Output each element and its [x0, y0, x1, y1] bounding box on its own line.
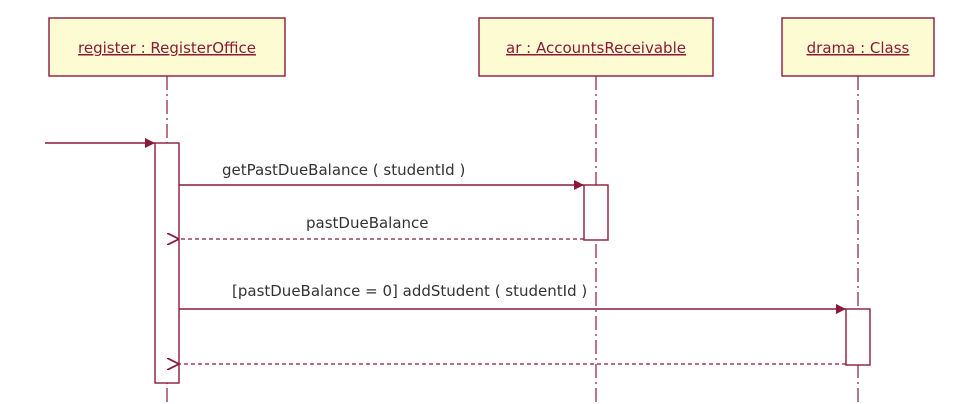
message-label-getPastDueBalance: getPastDueBalance ( studentId )	[222, 161, 465, 179]
return-label-pastDueBalance: pastDueBalance	[306, 214, 429, 232]
activation-drama	[845, 308, 871, 366]
object-label-drama: drama : Class	[807, 39, 910, 57]
object-label-register: register : RegisterOffice	[78, 39, 256, 57]
activation-register	[154, 142, 180, 384]
message-label-addStudent: [pastDueBalance = 0] addStudent ( studen…	[232, 282, 587, 300]
object-box-drama	[781, 17, 935, 77]
object-drama[interactable]: drama : Class	[781, 17, 935, 77]
object-box-ar	[478, 17, 714, 77]
object-register[interactable]: register : RegisterOffice	[48, 17, 286, 77]
object-ar[interactable]: ar : AccountsReceivable	[478, 17, 714, 77]
object-box-register	[48, 17, 286, 77]
activation-ar	[583, 184, 609, 241]
object-label-ar: ar : AccountsReceivable	[506, 39, 686, 57]
